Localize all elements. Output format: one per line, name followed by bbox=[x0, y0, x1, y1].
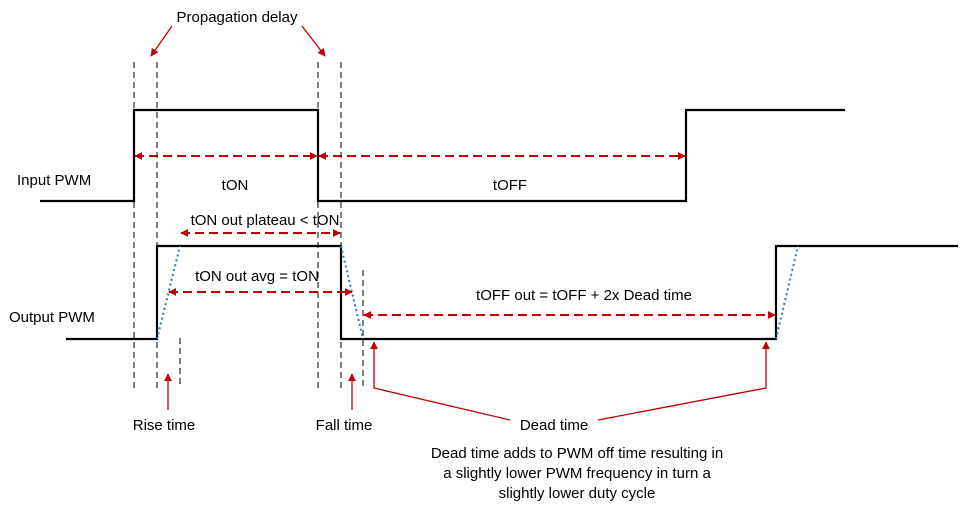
t-on-avg-label: tON out avg = tON bbox=[195, 268, 319, 285]
rise-slope-line bbox=[156, 245, 181, 340]
dead-time-note-line-1: Dead time adds to PWM off time resulting… bbox=[431, 445, 723, 462]
t-on-label: tON bbox=[222, 177, 249, 194]
input-pwm-waveform bbox=[40, 108, 845, 203]
t-off-label: tOFF bbox=[493, 177, 527, 194]
fall-slope-line bbox=[340, 245, 364, 340]
dead-time-note-line-3: slightly lower duty cycle bbox=[499, 485, 656, 502]
propagation-delay-label: Propagation delay bbox=[177, 9, 298, 26]
dead-time-note-line-2: a slightly lower PWM frequency in turn a bbox=[443, 465, 711, 482]
rise-slope-line-2 bbox=[775, 245, 799, 340]
dead-time-label: Dead time bbox=[520, 417, 588, 434]
t-off-out-label: tOFF out = tOFF + 2x Dead time bbox=[476, 287, 692, 304]
dead-time-callout-right bbox=[597, 341, 770, 421]
dead-time-callout-left bbox=[370, 341, 511, 421]
fall-time-label: Fall time bbox=[316, 417, 373, 434]
propagation-delay-arrow-left bbox=[150, 25, 173, 57]
propagation-delay-arrow-right bbox=[301, 25, 326, 57]
t-on-plateau-label: tON out plateau < tON bbox=[191, 212, 340, 229]
rise-time-label: Rise time bbox=[133, 417, 196, 434]
output-pwm-label: Output PWM bbox=[9, 309, 95, 326]
input-pwm-label: Input PWM bbox=[17, 172, 91, 189]
